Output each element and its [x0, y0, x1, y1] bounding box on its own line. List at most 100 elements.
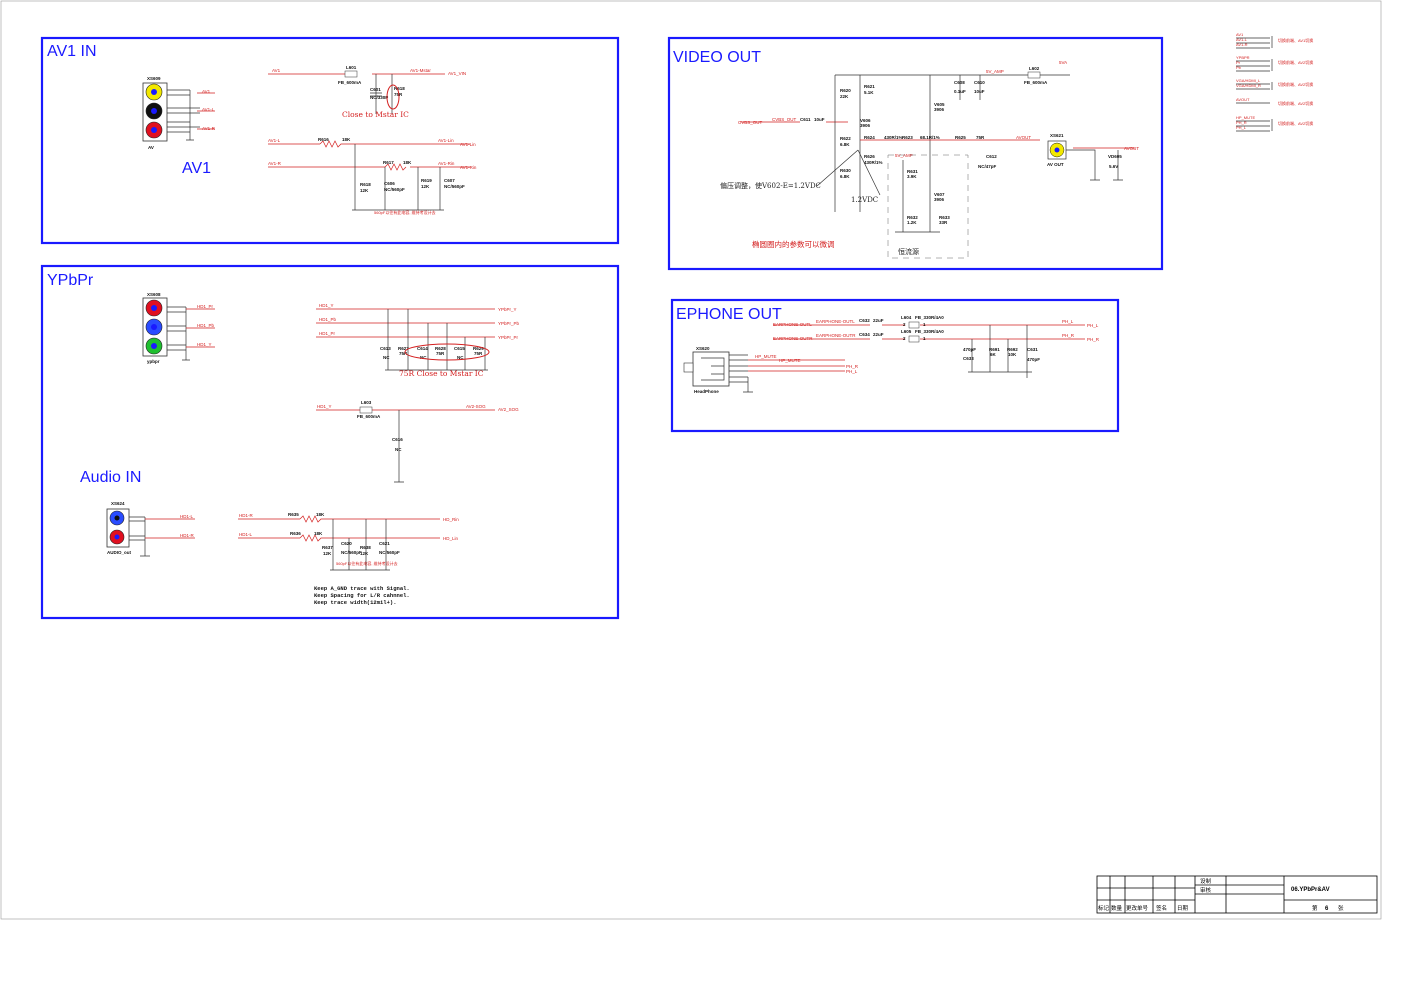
r620-ref: R620 — [840, 88, 851, 93]
v605-type: 3906 — [934, 107, 945, 112]
r619-ref: R619 — [421, 178, 432, 183]
ypbpr-block: YPbPr XS608 ypbpr HD1_Pr HD1_Pb HD1_Y HD… — [40, 264, 620, 620]
video-out-block: VIDEO OUT CVBS_OUT CVBS_OUT C611 10uF R6… — [667, 36, 1164, 271]
c631-ref: C631 — [1027, 347, 1038, 352]
av1-in-title: AV1 IN — [47, 43, 97, 60]
earphone-r-net: EARPHONE-OUTR — [816, 333, 856, 338]
xs621-ref: XS621 — [1050, 133, 1064, 138]
r633-ref: R633 — [939, 215, 950, 220]
v607-type: 3906 — [934, 197, 945, 202]
supply-5va: 5VA — [1059, 60, 1067, 65]
xs621-label: AV OUT — [1047, 162, 1064, 167]
xs624-ref: XS624 — [111, 501, 125, 506]
bus-pb: HD1_Pb — [319, 317, 337, 322]
r623-value: 68.1R/1% — [920, 135, 940, 140]
r628-value: 75R — [436, 351, 445, 356]
c606-ref: C606 — [384, 181, 395, 186]
r623-ref: R623 — [902, 135, 913, 140]
r633-value: 33R — [939, 220, 948, 225]
av1-in-block: AV1 IN AV1 XS609 AV AV1 AV1-L AV1-R AV1 … — [40, 36, 620, 245]
legend-r1-n1: AV1 — [1236, 32, 1244, 37]
title-block: 设制 审核 06.YPbPr&AV 标记 数量 更改单号 签名 日期 第 6 张 — [1096, 875, 1378, 914]
c620-ref: C620 — [341, 541, 352, 546]
l602-ref: L602 — [1029, 66, 1040, 71]
audio-note-2: Keep Spacing for L/R cahnnel. — [314, 592, 410, 599]
av1-connector-ref: XS609 — [147, 76, 161, 81]
av1-rin-net: AV1-Rin — [438, 161, 455, 166]
legend-r5-n2: PH_R — [1236, 120, 1247, 125]
legend-r3-n2: VGA/HDMI_R — [1236, 83, 1261, 88]
l601-ref: L601 — [346, 65, 357, 70]
c614-ref: C614 — [417, 346, 428, 351]
v606-ref: V606 — [860, 118, 871, 123]
c633-ref: C633 — [963, 356, 974, 361]
l603-value: FB_600mA — [357, 414, 381, 419]
c613-ref: C613 — [380, 346, 391, 351]
c613-value: NC — [383, 355, 390, 360]
ypbpr-highlight-ring — [404, 343, 490, 361]
c621-value: NC/560pF — [379, 550, 400, 555]
tb-h-mark: 标记 — [1098, 904, 1110, 912]
bus-pr: HD1_Pr — [319, 331, 336, 336]
r638-ref: R638 — [360, 545, 371, 550]
r618-ref: R618 — [394, 86, 405, 91]
r627-ref: R627 — [398, 346, 409, 351]
r622-ref: R622 — [840, 136, 851, 141]
legend-r5-text: 切换前端、AV2切换 — [1278, 120, 1313, 126]
r632-value: 1.2K — [907, 220, 917, 225]
r621-value: 5.1K — [864, 90, 874, 95]
r624-value: 430R/1% — [884, 135, 903, 140]
cvbs-out-net: CVBS_OUT — [772, 117, 797, 122]
ephone-out-title: EPHONE OUT — [676, 306, 782, 323]
xs620-ref: XS620 — [696, 346, 710, 351]
r691-value: 6K — [990, 352, 997, 357]
r636-value: 18K — [314, 531, 323, 536]
voltage-note: 1.2VDC — [851, 196, 878, 204]
avout-net: AVOUT — [1016, 135, 1031, 140]
legend-r1-n3: AV1-R — [1236, 42, 1248, 47]
r629-ref: R629 — [473, 346, 484, 351]
hd1-y-net: HD1_Y — [317, 404, 332, 409]
earphone-l-port: EARPHONE-OUTL — [773, 322, 812, 327]
av1-close-note: Close to Mstar IC — [342, 110, 409, 119]
video-out-frame — [667, 36, 1164, 271]
c615-value: NC — [457, 355, 464, 360]
c608-value: 0.1uF — [954, 89, 966, 94]
earphone-r-port: EARPHONE-OUTR — [773, 336, 813, 341]
ph-r-port: PH_R — [1087, 337, 1100, 342]
audio-note-1: Keep A_GND trace with Signal. — [314, 585, 410, 592]
ypbpr-connector: XS608 ypbpr — [142, 292, 168, 364]
av1-rin-port: AV1-Rin — [460, 165, 477, 170]
port-pb: YPbPr_Pb — [498, 321, 520, 326]
c615-ref: C615 — [454, 346, 465, 351]
ph-l-net: PH_L — [1062, 319, 1074, 324]
audio-net-r: HD1-R — [180, 533, 195, 538]
legend-r2-text: 切换前端、AV2切换 — [1278, 59, 1313, 65]
av1-highlight-ring — [386, 84, 400, 110]
r637-ref: R637 — [322, 545, 333, 550]
xs608-ref: XS608 — [147, 292, 161, 297]
vd605-value: 5.6V — [1109, 164, 1118, 169]
hd-lin-port: HD_Lin — [443, 536, 459, 541]
avout-port: AVOUT — [1124, 146, 1139, 151]
legend-r5-n3: PH_L — [1236, 125, 1247, 130]
current-source-note: 恒流源 — [898, 247, 919, 256]
r626-value: 430R/1% — [864, 160, 883, 165]
l605-pin1: 1 — [923, 336, 926, 341]
headphone-jack: XS620 HeadPhone — [683, 346, 730, 394]
legend-r2-n3: Pb — [1236, 65, 1242, 70]
audio-in-title: Audio IN — [80, 469, 141, 486]
tb-h-change: 更改单号 — [1126, 904, 1149, 912]
r617-ref: R617 — [383, 160, 394, 165]
hd1-r-net: HD1-R — [239, 513, 254, 518]
c607-value: NC/560pF — [444, 184, 465, 189]
av-out-jack: XS621 AV OUT — [1047, 133, 1067, 167]
c616-value: NC — [395, 447, 402, 452]
tb-sheet-num: 6 — [1325, 906, 1329, 912]
tb-h-date: 日期 — [1177, 905, 1189, 912]
c633-value: 470pF — [963, 347, 976, 352]
r622-value: 6.8K — [840, 142, 850, 147]
r624-ref: R624 — [864, 135, 875, 140]
r616-ref: R616 — [318, 137, 329, 142]
sog-port: AV2_SOG — [498, 407, 519, 412]
